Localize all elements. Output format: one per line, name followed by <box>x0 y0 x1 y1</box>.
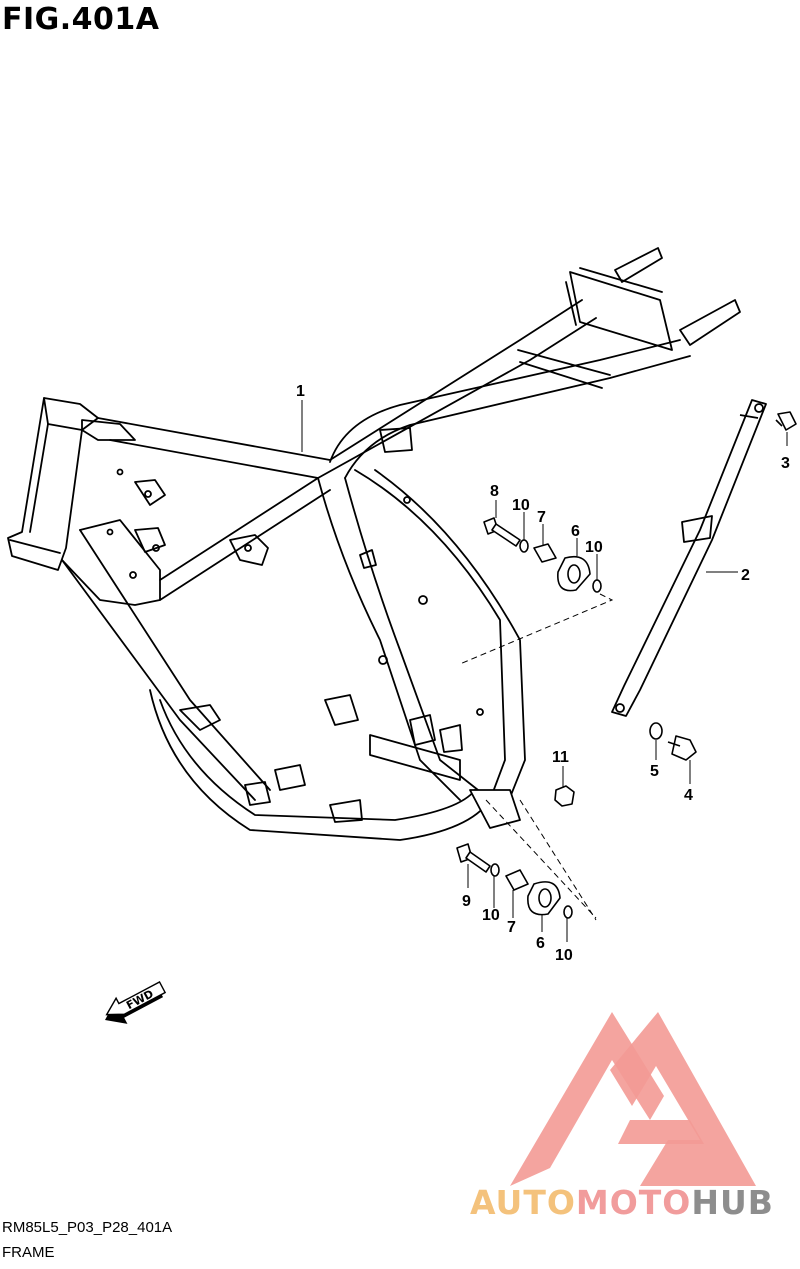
callout-10-d: 10 <box>555 947 573 964</box>
figure-title: FIG.401A <box>2 2 160 37</box>
side-bar-part-2 <box>611 399 767 717</box>
fwd-arrow-icon: FWD <box>105 981 167 1024</box>
watermark-hub: HUB <box>691 1183 774 1222</box>
callout-3: 3 <box>781 455 790 472</box>
callout-6-upper: 6 <box>571 523 580 540</box>
callout-9: 9 <box>462 893 471 910</box>
engine-mount-lower <box>456 411 797 919</box>
callout-8: 8 <box>490 483 499 500</box>
callout-6-lower: 6 <box>536 935 545 952</box>
engine-mount-upper <box>483 517 602 593</box>
callout-10-c: 10 <box>482 907 500 924</box>
callout-7-lower: 7 <box>507 919 516 936</box>
callout-labels: 1 2 3 4 5 6 6 7 7 8 9 10 10 10 10 11 <box>296 383 790 964</box>
main-frame <box>7 247 741 841</box>
callout-4: 4 <box>684 787 693 804</box>
callout-1: 1 <box>296 383 305 400</box>
diagram-code: RM85L5_P03_P28_401A <box>2 1219 173 1236</box>
watermark-moto: MOTO <box>575 1183 692 1222</box>
watermark-auto: AUTO <box>470 1183 576 1222</box>
watermark-text: AUTOMOTOHUB <box>470 1183 774 1222</box>
callout-10-b: 10 <box>585 539 603 556</box>
diagram-caption: FRAME <box>2 1244 55 1261</box>
callout-2: 2 <box>741 567 750 584</box>
callout-10-a: 10 <box>512 497 530 514</box>
callout-7-upper: 7 <box>537 509 546 526</box>
callout-11: 11 <box>552 749 569 766</box>
leader-lines <box>301 400 788 942</box>
callout-5: 5 <box>650 763 659 780</box>
watermark-logo-icon <box>510 1012 756 1186</box>
